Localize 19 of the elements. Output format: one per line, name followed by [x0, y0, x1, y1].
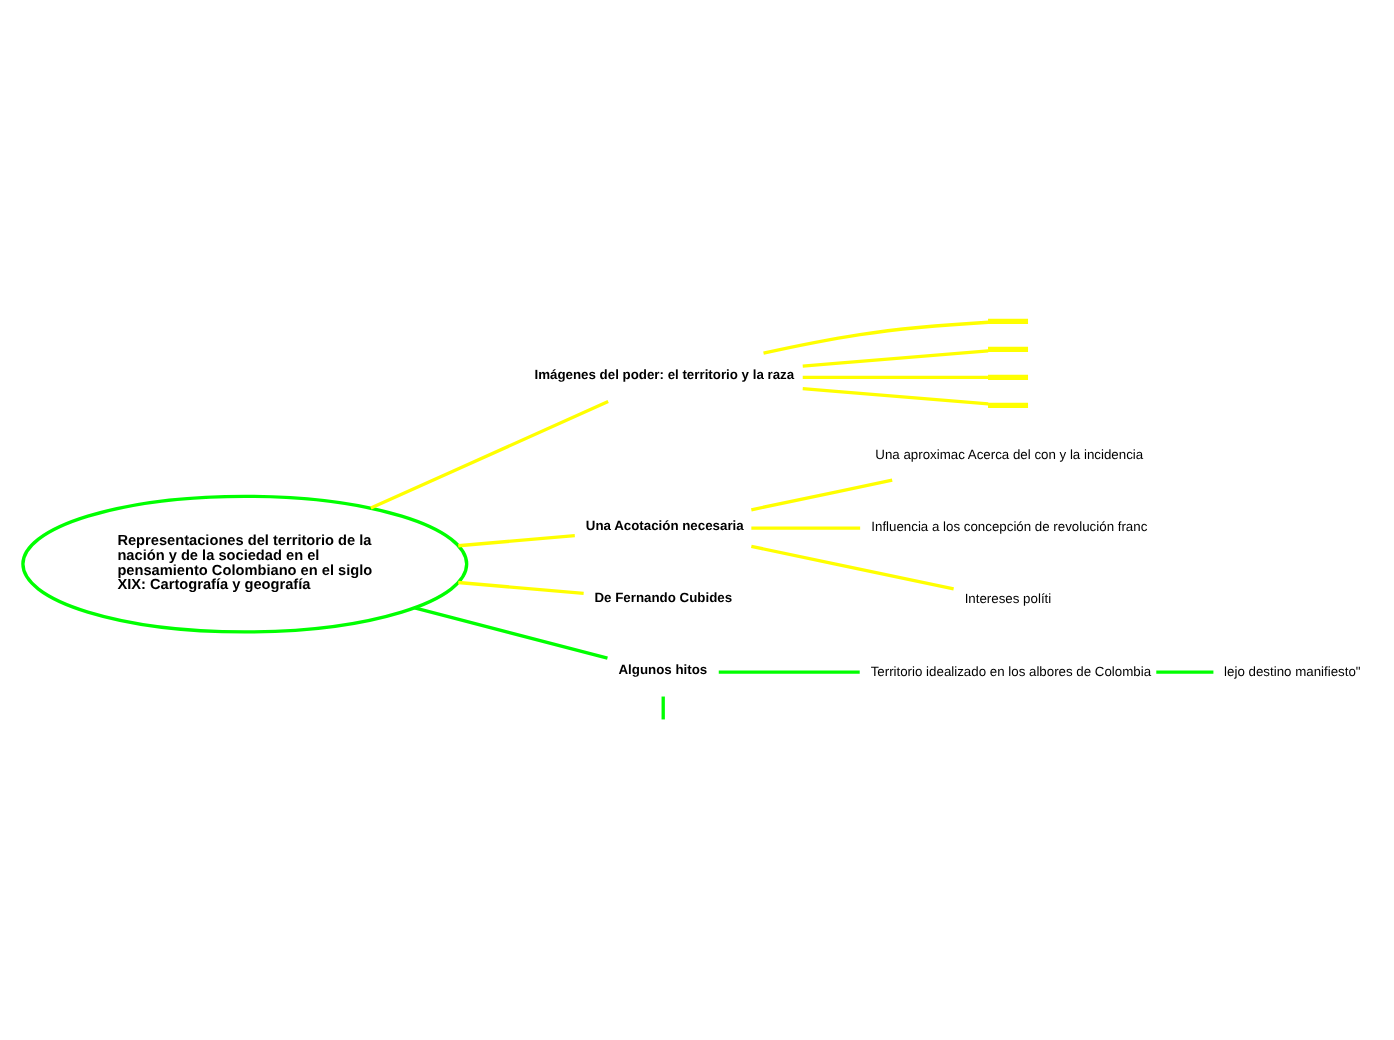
node-ellipse: Representaciones del territorio de la nación y de la sociedad en el pensamiento Colombiano en el siglo XIX: Cartografía y geografía	[21, 494, 469, 634]
connector	[661, 696, 665, 720]
connector	[751, 544, 954, 591]
connector	[370, 399, 609, 510]
connector	[718, 670, 860, 674]
node-bar	[988, 346, 1029, 352]
connector	[458, 533, 575, 548]
connector	[802, 349, 989, 368]
node-bar	[988, 318, 1029, 324]
connector	[763, 320, 989, 355]
connector	[1156, 670, 1214, 674]
connector	[458, 580, 584, 595]
connector	[802, 375, 989, 380]
connector	[802, 387, 989, 406]
connector	[751, 526, 861, 530]
connector	[414, 606, 608, 660]
connector	[751, 478, 893, 512]
node-bar	[988, 374, 1029, 381]
node-bar	[988, 402, 1029, 409]
